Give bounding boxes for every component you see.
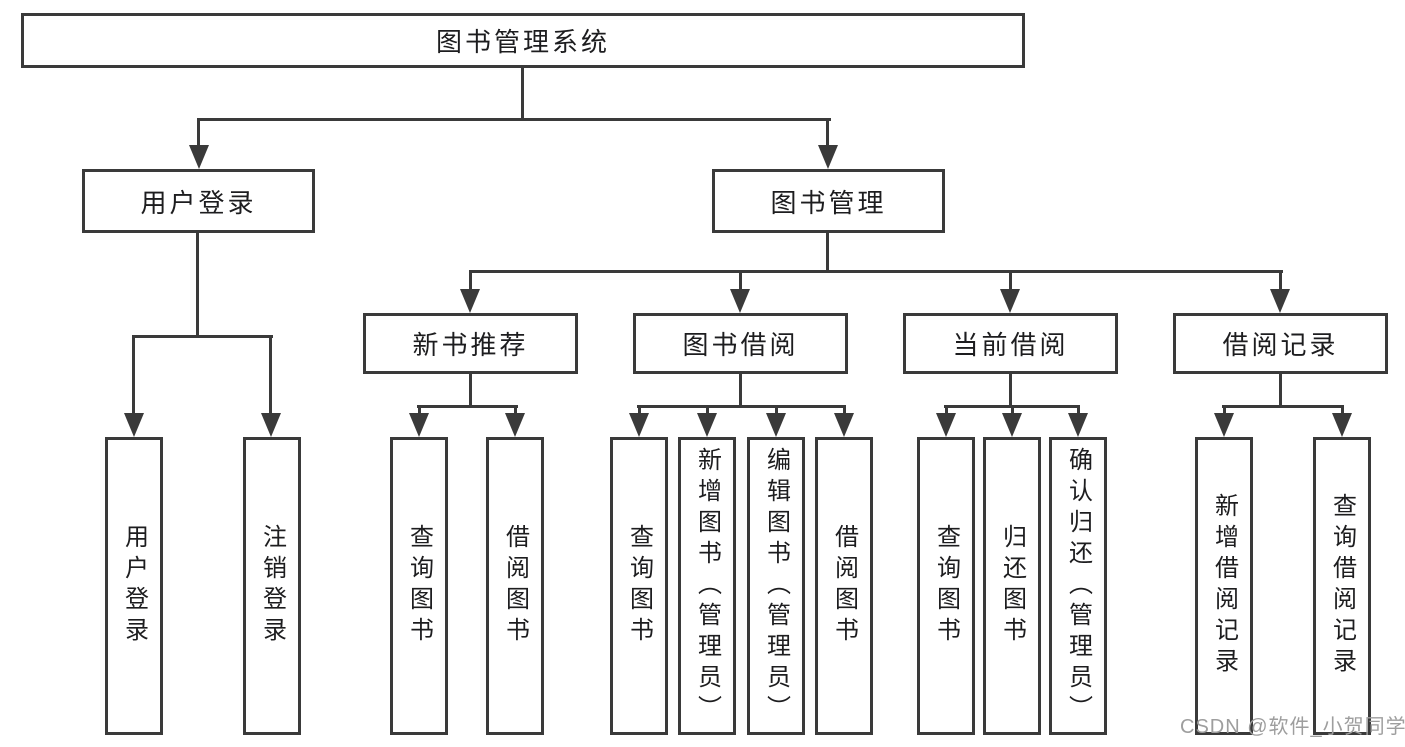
leaf-query-books-borrow: 查询图书 (610, 437, 668, 735)
node-current-borrow: 当前借阅 (903, 313, 1118, 374)
connector-line (1223, 405, 1226, 415)
connector-line (132, 335, 273, 338)
connector-line (1341, 405, 1344, 415)
leaf-user-login: 用户登录 (105, 437, 163, 735)
leaf-borrow-books: 借阅图书 (815, 437, 873, 735)
connector-line (469, 270, 1283, 273)
connector-line (826, 118, 829, 148)
connector-line (638, 405, 641, 415)
node-label: 图书管理 (770, 187, 887, 218)
leaf-query-books-recommend: 查询图书 (390, 437, 448, 735)
node-label: 用户登录 (140, 187, 257, 218)
connector-line (706, 405, 709, 415)
connector-line (843, 405, 846, 415)
connector-line (1009, 270, 1012, 292)
node-label: 查询图书 (405, 524, 433, 648)
connector-line (514, 405, 517, 415)
arrow-down-icon (1002, 413, 1022, 437)
connector-line (269, 335, 272, 415)
node-borrow-records: 借阅记录 (1173, 313, 1388, 374)
connector-line (1222, 405, 1344, 408)
arrow-down-icon (1068, 413, 1088, 437)
leaf-return-book: 归还图书 (983, 437, 1041, 735)
node-label: 查询图书 (625, 524, 653, 648)
node-label: 查询借阅记录 (1328, 493, 1356, 679)
arrow-down-icon (189, 145, 209, 169)
connector-line (945, 405, 948, 415)
connector-line (739, 270, 742, 292)
node-label: 编辑图书（管理员） (762, 446, 790, 726)
node-label: 注销登录 (258, 524, 286, 648)
arrow-down-icon (629, 413, 649, 437)
node-label: 借阅记录 (1222, 330, 1339, 360)
node-user-login: 用户登录 (82, 169, 315, 233)
leaf-logout: 注销登录 (243, 437, 301, 735)
arrow-down-icon (766, 413, 786, 437)
connector-line (521, 68, 524, 120)
leaf-query-books-current: 查询图书 (917, 437, 975, 735)
leaf-borrow-books-recommend: 借阅图书 (486, 437, 544, 735)
connector-line (417, 405, 518, 408)
arrow-down-icon (1214, 413, 1234, 437)
connector-line (1077, 405, 1080, 415)
connector-line (469, 374, 472, 407)
connector-line (196, 233, 199, 337)
node-label: 新增图书（管理员） (693, 446, 721, 726)
node-label: 确认归还（管理员） (1064, 446, 1092, 726)
arrow-down-icon (936, 413, 956, 437)
connector-line (1011, 405, 1014, 415)
csdn-watermark: CSDN @软件_小贺同学 (1180, 716, 1405, 738)
node-label: 归还图书 (998, 524, 1026, 648)
arrow-down-icon (834, 413, 854, 437)
connector-line (1279, 270, 1282, 292)
connector-line (826, 233, 829, 273)
connector-line (775, 405, 778, 415)
connector-line (1009, 374, 1012, 407)
arrow-down-icon (1270, 289, 1290, 313)
node-label: 当前借阅 (952, 330, 1069, 360)
connector-line (1279, 374, 1282, 407)
connector-line (637, 405, 846, 408)
leaf-add-book-admin: 新增图书（管理员） (678, 437, 736, 735)
node-label: 借阅图书 (501, 524, 529, 648)
arrow-down-icon (505, 413, 525, 437)
connector-line (132, 335, 135, 415)
arrow-down-icon (124, 413, 144, 437)
leaf-edit-book-admin: 编辑图书（管理员） (747, 437, 805, 735)
leaf-query-borrow-record: 查询借阅记录 (1313, 437, 1371, 735)
node-label: 图书管理系统 (435, 27, 610, 57)
leaf-add-borrow-record: 新增借阅记录 (1195, 437, 1253, 735)
node-label: 图书借阅 (682, 330, 799, 360)
node-label: 用户登录 (120, 524, 148, 648)
connector-line (418, 405, 421, 415)
node-book-borrow: 图书借阅 (633, 313, 848, 374)
arrow-down-icon (1332, 413, 1352, 437)
arrow-down-icon (1000, 289, 1020, 313)
connector-line (197, 118, 831, 121)
arrow-down-icon (261, 413, 281, 437)
connector-line (739, 374, 742, 407)
leaf-confirm-return-admin: 确认归还（管理员） (1049, 437, 1107, 735)
node-new-book-recommend: 新书推荐 (363, 313, 578, 374)
arrow-down-icon (460, 289, 480, 313)
connector-line (197, 118, 200, 148)
node-book-management: 图书管理 (712, 169, 945, 233)
node-label: 新增借阅记录 (1210, 493, 1238, 679)
arrow-down-icon (409, 413, 429, 437)
arrow-down-icon (818, 145, 838, 169)
node-label: 新书推荐 (412, 330, 529, 360)
connector-line (469, 270, 472, 292)
node-book-management-system: 图书管理系统 (21, 13, 1025, 68)
arrow-down-icon (697, 413, 717, 437)
node-label: 查询图书 (932, 524, 960, 648)
arrow-down-icon (730, 289, 750, 313)
node-label: 借阅图书 (830, 524, 858, 648)
